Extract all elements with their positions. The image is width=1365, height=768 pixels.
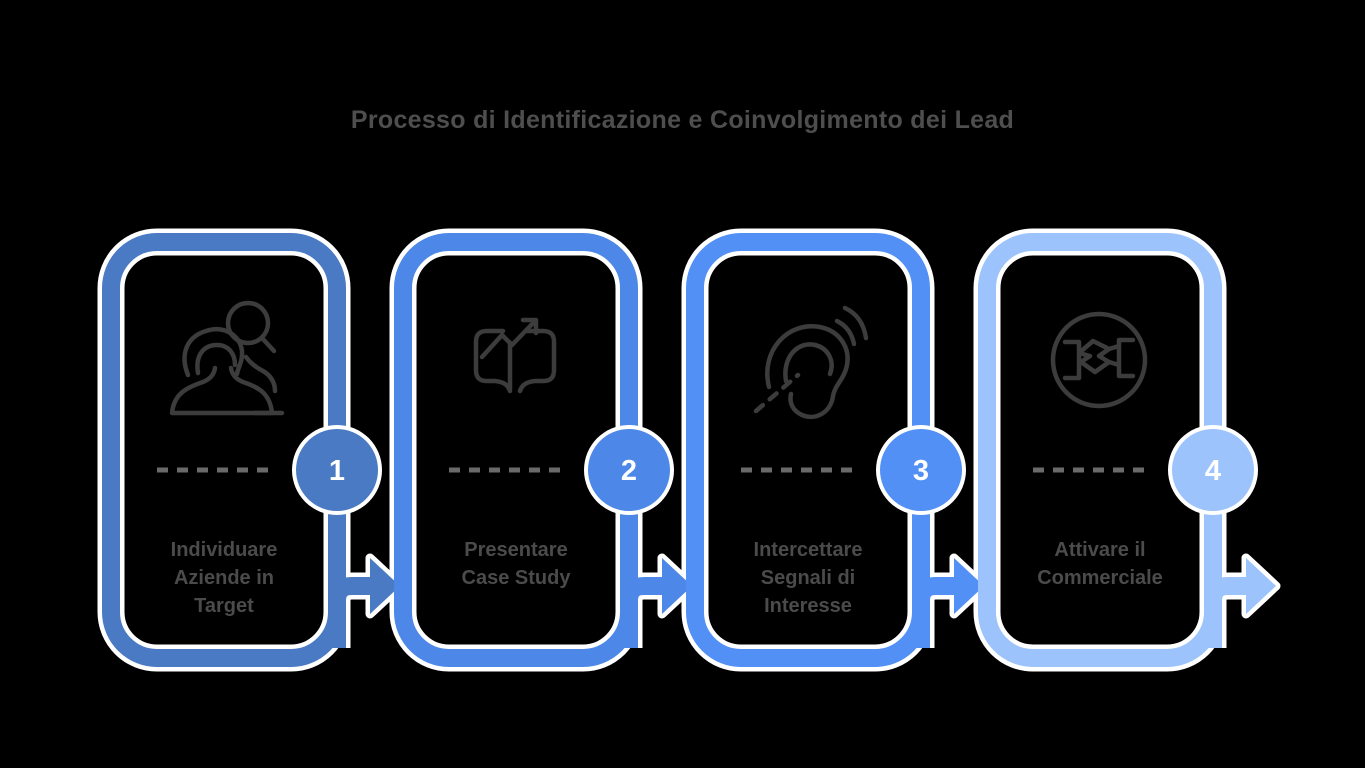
step-3-label-line-1: Intercettare xyxy=(754,539,863,561)
step-4-arrow-head xyxy=(1246,558,1276,614)
step-1-number-badge xyxy=(296,429,378,511)
step-1-label-line-3: Target xyxy=(194,595,254,617)
step-2-label-line-1: Presentare xyxy=(464,539,567,561)
step-4-label-line-2: Commerciale xyxy=(1037,567,1163,589)
step-4-number-badge xyxy=(1172,429,1254,511)
step-3-label-line-3: Interesse xyxy=(764,595,852,617)
step-3-number: 3 xyxy=(913,455,929,487)
step-4-connector-arrow xyxy=(1204,577,1250,648)
diagram-title: Processo di Identificazione e Coinvolgim… xyxy=(350,106,1015,134)
step-1-connector-arrow xyxy=(328,577,374,648)
people-search-icon xyxy=(172,303,282,413)
step-3-arrow-head xyxy=(954,558,984,614)
step-3-connector-arrow xyxy=(912,577,958,648)
step-2-number-badge xyxy=(588,429,670,511)
step-3-number-badge xyxy=(880,429,962,511)
listening-ear-icon xyxy=(756,308,866,417)
book-growth-icon xyxy=(476,320,554,391)
handshake-circle-icon xyxy=(1053,314,1145,406)
step-2-number: 2 xyxy=(621,455,637,487)
step-2-label-line-2: Case Study xyxy=(462,567,572,589)
step-4-label-line-1: Attivare il xyxy=(1054,539,1145,561)
step-1-label-line-2: Aziende in xyxy=(174,567,274,589)
step-1-label-line-1: Individuare xyxy=(171,539,278,561)
step-1-number: 1 xyxy=(329,455,345,487)
step-2-arrow-head xyxy=(662,558,692,614)
step-3-label-line-2: Segnali di xyxy=(761,567,855,589)
step-4: Attivare il Commerciale 4 xyxy=(978,233,1276,667)
step-1-arrow-head xyxy=(370,558,400,614)
step-2-connector-arrow xyxy=(620,577,666,648)
step-4-number: 4 xyxy=(1205,455,1221,487)
